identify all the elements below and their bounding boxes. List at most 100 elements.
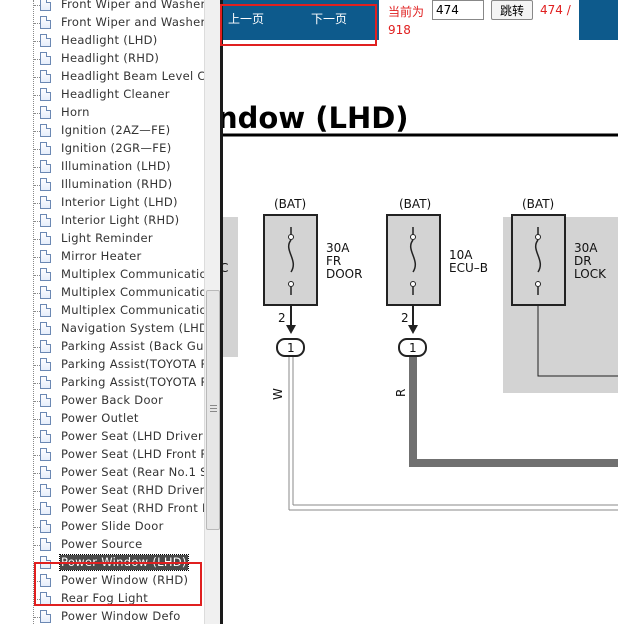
tree-item-label[interactable]: Front Wiper and Washer [61, 0, 206, 11]
tree-item[interactable]: Headlight Cleaner [0, 86, 206, 104]
tree-item[interactable]: Power Slide Door [0, 518, 206, 536]
document-icon [40, 502, 51, 515]
tree-item[interactable]: Front Wiper and Washer [0, 14, 206, 32]
wire-color: R [394, 389, 408, 397]
tree-item-label[interactable]: Headlight Cleaner [61, 87, 170, 101]
tree-item-label[interactable]: Ignition (2AZ—FE) [61, 123, 171, 137]
page-number-input[interactable] [432, 0, 484, 20]
tree-item-label[interactable]: Parking Assist (Back Guid [61, 339, 206, 353]
tree-item[interactable]: Power Seat (RHD Driver [0, 482, 206, 500]
tree-item[interactable]: Interior Light (LHD) [0, 194, 206, 212]
tree-item-label[interactable]: Headlight Beam Level Co [61, 69, 206, 83]
fuse-rating: 30A [574, 241, 598, 255]
tree-item-label[interactable]: Power Source [61, 537, 143, 551]
tree-item-label[interactable]: Navigation System (LHD) [61, 321, 206, 335]
fuse-fr-door: (BAT) 30A FR DOOR 2 1 W [263, 197, 618, 511]
tree-item[interactable]: Power Window Defo [0, 608, 206, 624]
tree-item[interactable]: Power Back Door [0, 392, 206, 410]
tree-item[interactable]: Parking Assist(TOYOTA P [0, 356, 206, 374]
document-icon [40, 376, 51, 389]
tree-item-label[interactable]: Interior Light (LHD) [61, 195, 178, 209]
sidebar-scrollbar[interactable] [204, 0, 222, 624]
tree-item[interactable]: Light Reminder [0, 230, 206, 248]
tree-item-label[interactable]: Multiplex Communication [61, 285, 206, 299]
scrollbar-grip-icon [210, 405, 217, 412]
tree-item-label[interactable]: Power Seat (RHD Front P [61, 501, 206, 515]
document-icon [40, 106, 51, 119]
tree-item[interactable]: Multiplex Communication [0, 284, 206, 302]
document-icon [40, 214, 51, 227]
tree-item-label[interactable]: Power Slide Door [61, 519, 164, 533]
tree-item-label[interactable]: Power Outlet [61, 411, 139, 425]
tree-item-label[interactable]: Power Seat (LHD Driver [61, 429, 204, 443]
tree-item-label[interactable]: Parking Assist(TOYOTA P [61, 357, 206, 371]
tree-item[interactable]: Ignition (2GR—FE) [0, 140, 206, 158]
tree-item[interactable]: Headlight Beam Level Co [0, 68, 206, 86]
tree-item[interactable]: Parking Assist (Back Guid [0, 338, 206, 356]
document-icon [40, 412, 51, 425]
tree-item[interactable]: Ignition (2AZ—FE) [0, 122, 206, 140]
next-page-link[interactable]: 下一页 [311, 12, 348, 26]
tree-item-label[interactable]: Illumination (RHD) [61, 177, 173, 191]
document-icon [40, 52, 51, 65]
fuse-name-1: FR [326, 254, 341, 268]
document-icon [40, 142, 51, 155]
tree-item-label[interactable]: Power Seat (RHD Driver [61, 483, 205, 497]
tree-item-label[interactable]: Power Back Door [61, 393, 164, 407]
tree-item-label[interactable]: Headlight (RHD) [61, 51, 160, 65]
document-icon [40, 250, 51, 263]
tree-item[interactable]: Navigation System (LHD) [0, 320, 206, 338]
tree-guide-line [33, 0, 34, 624]
document-icon [40, 160, 51, 173]
tree-item-label[interactable]: Power Window (RHD) [61, 573, 189, 587]
tree-item-label[interactable]: Multiplex Communication [61, 267, 206, 281]
tree-item[interactable]: Headlight (RHD) [0, 50, 206, 68]
tree-item-label[interactable]: Ignition (2GR—FE) [61, 141, 172, 155]
pane-divider[interactable] [220, 0, 223, 624]
tree-item-label[interactable]: Power Seat (LHD Front P [61, 447, 206, 461]
tree-item-label[interactable]: Light Reminder [61, 231, 153, 245]
tree-item[interactable]: Power Window (RHD) [0, 572, 206, 590]
tree-item[interactable]: Multiplex Communication [0, 266, 206, 284]
tree-item[interactable]: Mirror Heater [0, 248, 206, 266]
fuse-source: (BAT) [274, 197, 306, 211]
tree-item[interactable]: Illumination (LHD) [0, 158, 206, 176]
tree-item[interactable]: Multiplex Communication [0, 302, 206, 320]
wiring-diagram: ndow (LHD) C (BAT) 30A FR DOOR 2 1 W [223, 101, 618, 511]
content-pane: 上一页 下一页 当前为 跳转 474 / 918 ndow (LHD) C (B… [223, 0, 618, 624]
tree-item[interactable]: Headlight (LHD) [0, 32, 206, 50]
tree-item-label[interactable]: Front Wiper and Washer [61, 15, 206, 29]
tree-item[interactable]: Parking Assist(TOYOTA P [0, 374, 206, 392]
fuse-element-icon [535, 239, 541, 273]
total-pages: 918 [388, 23, 411, 37]
tree-item-label[interactable]: Mirror Heater [61, 249, 142, 263]
tree-item[interactable]: Interior Light (RHD) [0, 212, 206, 230]
current-page-label: 当前为 [388, 5, 425, 19]
left-panel [223, 217, 238, 357]
tree-item[interactable]: Power Seat (RHD Front P [0, 500, 206, 518]
tree-item-label[interactable]: Multiplex Communication [61, 303, 206, 317]
scrollbar-thumb[interactable] [206, 290, 220, 530]
tree-item[interactable]: Power Seat (Rear No.1 S [0, 464, 206, 482]
tree-item[interactable]: Horn [0, 104, 206, 122]
document-icon [40, 466, 51, 479]
fuse-name-2: DOOR [326, 267, 362, 281]
tree-item-label[interactable]: Illumination (LHD) [61, 159, 171, 173]
jump-button[interactable]: 跳转 [491, 0, 533, 20]
tree-item-label[interactable]: Power Seat (Rear No.1 S [61, 465, 206, 479]
tree-item-label[interactable]: Headlight (LHD) [61, 33, 158, 47]
fuse-name-1: DR [574, 254, 592, 268]
tree-item[interactable]: Power Seat (LHD Front P [0, 446, 206, 464]
tree-item-label[interactable]: Parking Assist(TOYOTA P [61, 375, 206, 389]
tree-item[interactable]: Illumination (RHD) [0, 176, 206, 194]
tree-item[interactable]: Power Source [0, 536, 206, 554]
prev-page-link[interactable]: 上一页 [228, 12, 265, 26]
tree-item[interactable]: Power Seat (LHD Driver [0, 428, 206, 446]
tree-item-label[interactable]: Horn [61, 105, 90, 119]
tree-item-label[interactable]: Interior Light (RHD) [61, 213, 180, 227]
nav-bar-right [579, 0, 618, 40]
tree-item-label[interactable]: Power Window Defo [61, 609, 181, 623]
tree-item-label[interactable]: Rear Fog Light [61, 591, 149, 605]
tree-item[interactable]: Power Outlet [0, 410, 206, 428]
tree-item[interactable]: Front Wiper and Washer [0, 0, 206, 14]
